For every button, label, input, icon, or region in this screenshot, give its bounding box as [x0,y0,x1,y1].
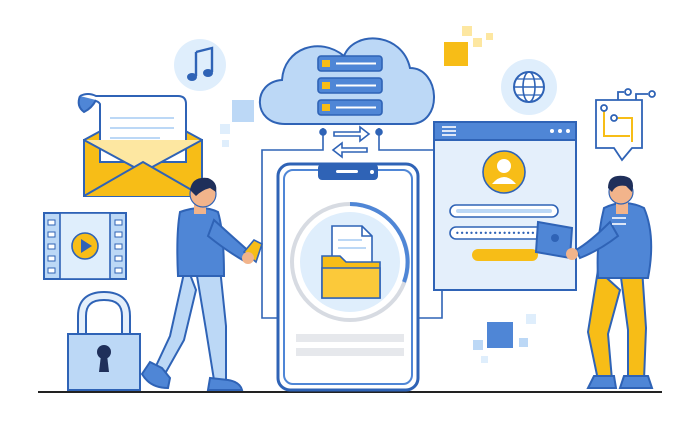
login-button [472,249,538,261]
play-icon [71,232,99,260]
music-note-icon [174,39,226,91]
folder-icon [321,255,381,299]
envelope-icon [77,93,203,197]
decor-squares-right [473,314,536,363]
person-right [534,175,654,389]
decor-squares-left [220,100,254,147]
chat-bubble-icon [595,88,656,162]
video-card [43,212,127,280]
user-avatar-icon [482,150,526,194]
login-window: •••••••••••••••••• [433,121,577,291]
decor-squares-yellow [444,26,493,66]
globe-icon [501,59,557,115]
password-mask: •••••••••••••••••• [455,229,540,238]
sync-arrows-icon [331,125,371,159]
cloud-server-icon [258,37,435,125]
menu-icon [442,126,456,136]
person-left [140,177,263,391]
more-icon [550,129,570,133]
padlock-icon [67,290,141,391]
smartphone-device [276,162,420,392]
